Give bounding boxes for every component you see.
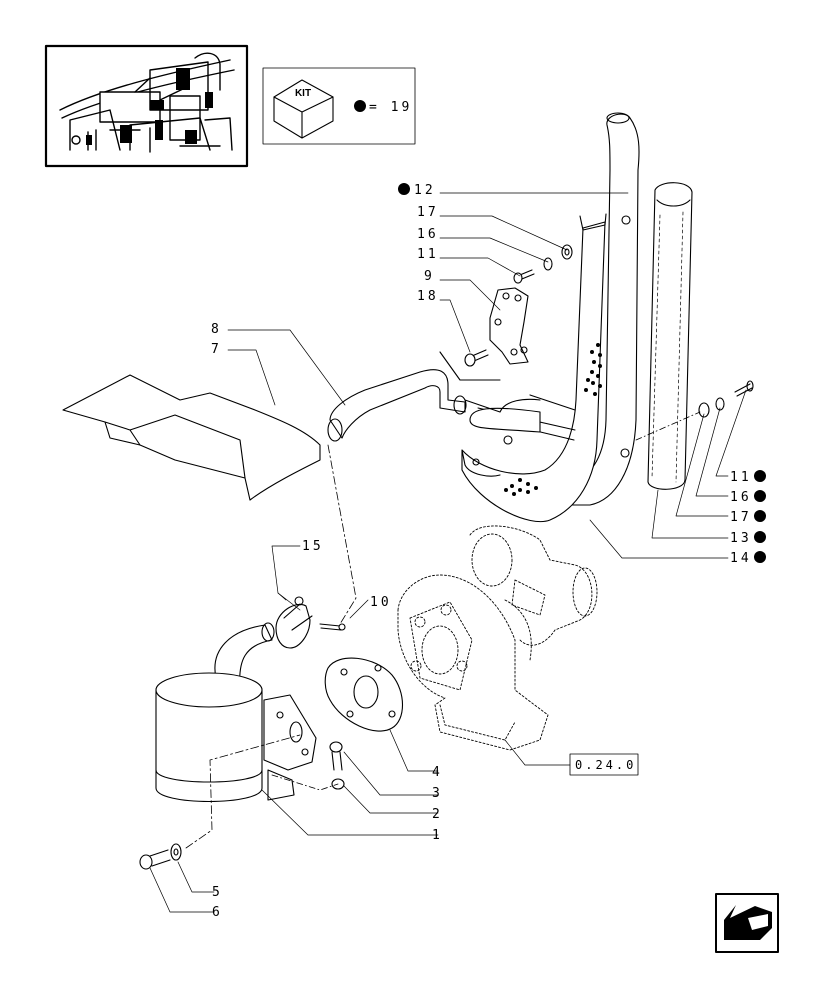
callout-17-right: 17 bbox=[730, 510, 752, 525]
callout-13-right: 13 bbox=[730, 531, 752, 546]
turbocharger-reference bbox=[397, 525, 598, 751]
kit-marker-icon bbox=[754, 551, 766, 563]
previous-page-arrow-icon[interactable] bbox=[715, 893, 779, 953]
kit-label: KIT bbox=[295, 88, 311, 99]
callout-14-right: 14 bbox=[730, 551, 752, 566]
callout-1: 1 bbox=[432, 828, 443, 843]
callout-11-right: 11 bbox=[730, 470, 752, 485]
callout-6: 6 bbox=[212, 905, 223, 920]
kit-marker-icon bbox=[754, 510, 766, 522]
kit-marker-icon bbox=[754, 470, 766, 482]
muffler-assembly bbox=[139, 444, 403, 870]
callout-labels: 12 17 16 11 9 18 8 7 15 10 4 3 2 1 5 6 1… bbox=[211, 183, 766, 920]
kit-box-icon: KIT bbox=[273, 79, 334, 139]
leader-lines bbox=[149, 192, 747, 913]
callout-10: 10 bbox=[370, 595, 392, 610]
callout-11: 11 bbox=[417, 247, 439, 262]
kit-equals-text: = 19 bbox=[369, 100, 412, 115]
callout-12: 12 bbox=[414, 183, 436, 198]
engine-thumbnail-image[interactable] bbox=[44, 44, 249, 168]
kit-marker-icon bbox=[354, 100, 366, 112]
callout-8: 8 bbox=[211, 322, 222, 337]
callout-3: 3 bbox=[432, 786, 443, 801]
callout-4: 4 bbox=[432, 765, 443, 780]
kit-marker-icon bbox=[398, 183, 410, 195]
callout-18: 18 bbox=[417, 289, 439, 304]
callout-15: 15 bbox=[302, 539, 324, 554]
callout-5: 5 bbox=[212, 885, 223, 900]
callout-16: 16 bbox=[417, 227, 439, 242]
kit-marker-icon bbox=[754, 531, 766, 543]
reference-label: 0.24.0 bbox=[575, 758, 636, 772]
reference-link-box[interactable]: 0.24.0 bbox=[569, 753, 639, 776]
callout-17: 17 bbox=[417, 205, 439, 220]
exhaust-pipe-assembly bbox=[62, 112, 754, 522]
kit-legend: KIT = 19 bbox=[262, 67, 416, 145]
perforation-dots bbox=[504, 343, 602, 496]
kit-marker-icon bbox=[754, 490, 766, 502]
callout-7: 7 bbox=[211, 342, 222, 357]
callout-2: 2 bbox=[432, 807, 443, 822]
callout-16-right: 16 bbox=[730, 490, 752, 505]
callout-9: 9 bbox=[424, 269, 435, 284]
